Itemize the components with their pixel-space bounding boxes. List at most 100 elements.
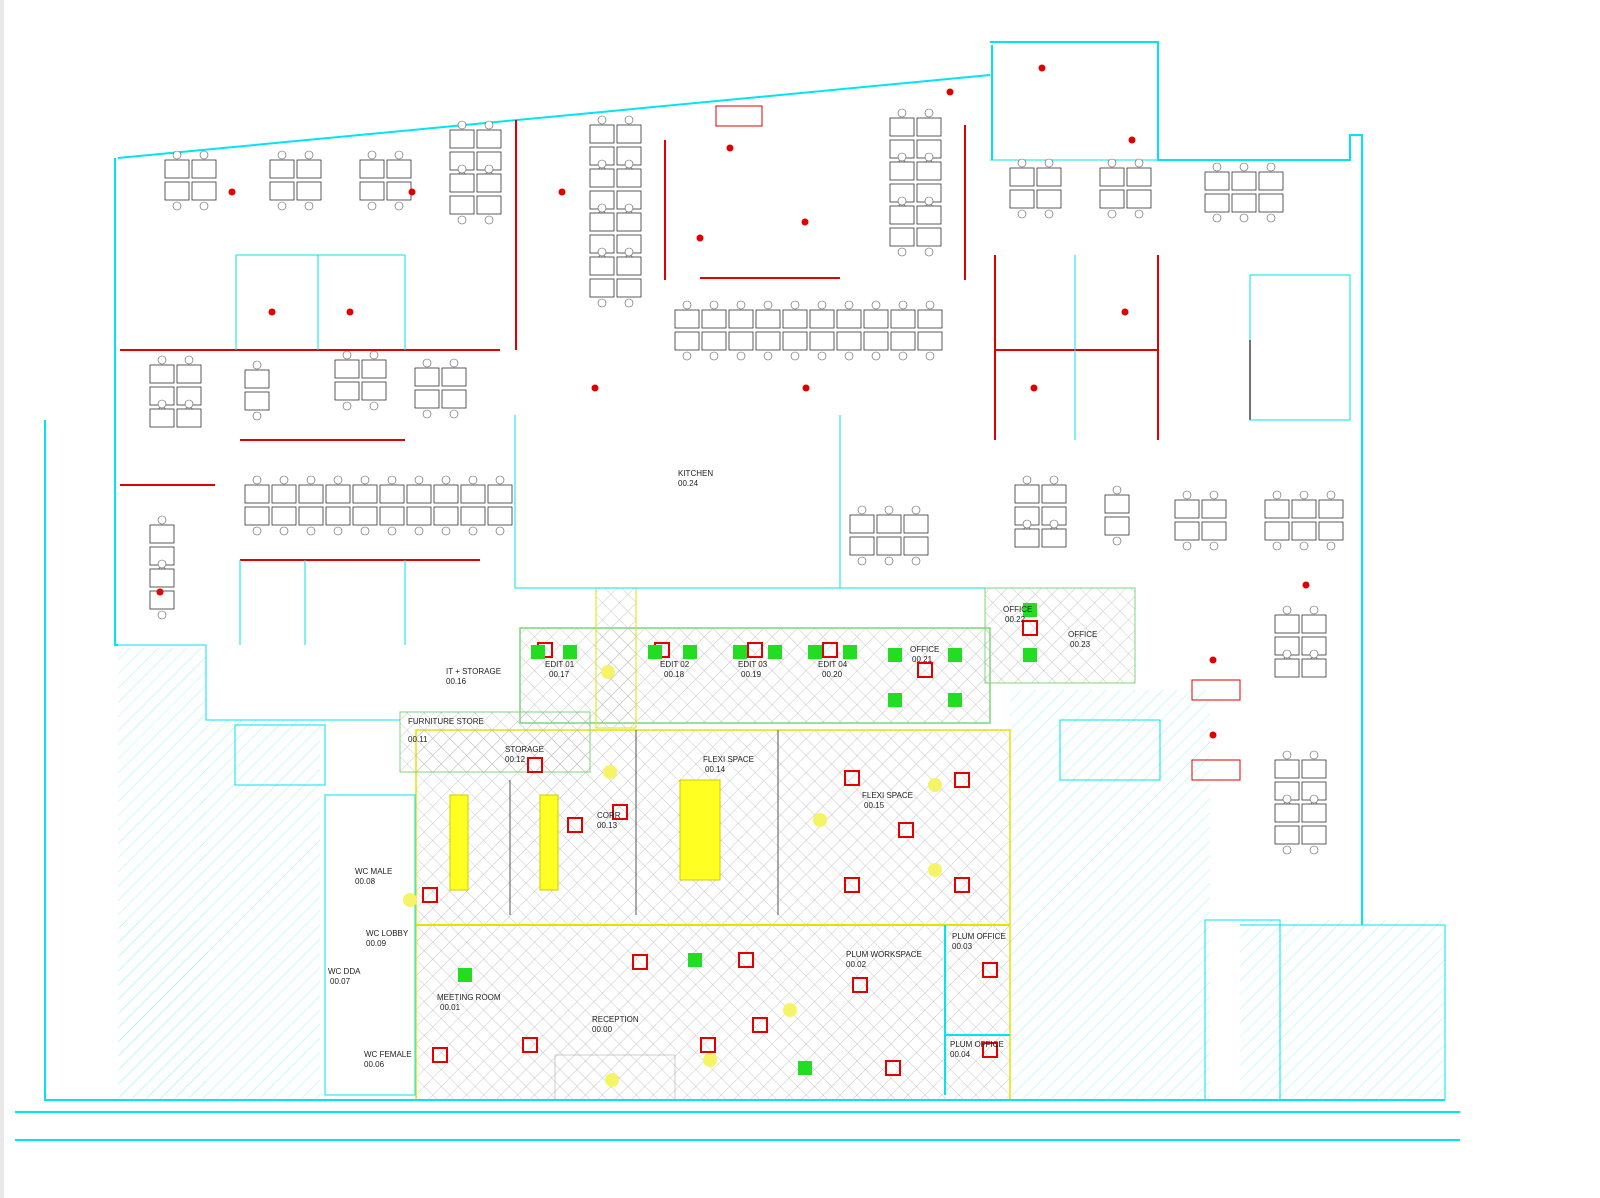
chair bbox=[252, 526, 262, 536]
desk bbox=[1174, 521, 1200, 541]
room-name: OFFICE bbox=[1068, 630, 1097, 639]
room-number: 00.14 bbox=[705, 765, 726, 774]
chair bbox=[817, 300, 827, 310]
emergency-light-icon bbox=[822, 642, 838, 658]
chair bbox=[157, 399, 167, 409]
smoke-detector-icon bbox=[1038, 64, 1046, 72]
diffuser-icon bbox=[798, 1061, 812, 1075]
light-fixtures bbox=[156, 64, 1310, 1087]
room-name: IT + STORAGE bbox=[446, 667, 501, 676]
chair bbox=[441, 526, 451, 536]
chair bbox=[484, 215, 494, 225]
desk bbox=[191, 159, 217, 179]
room-number: 00.00 bbox=[592, 1025, 613, 1034]
desk bbox=[334, 381, 360, 401]
chair bbox=[184, 355, 194, 365]
smoke-detector-icon bbox=[591, 384, 599, 392]
desk bbox=[361, 359, 387, 379]
desk bbox=[149, 524, 175, 544]
chair bbox=[387, 526, 397, 536]
desk-cluster bbox=[449, 120, 502, 225]
chair bbox=[1282, 794, 1292, 804]
desk bbox=[1104, 516, 1130, 536]
desk bbox=[361, 381, 387, 401]
chair bbox=[898, 300, 908, 310]
chair bbox=[369, 350, 379, 360]
meeting-table bbox=[449, 794, 469, 891]
desk bbox=[890, 331, 916, 351]
desk bbox=[1204, 193, 1230, 213]
pendant-light-icon bbox=[703, 1053, 717, 1067]
chair bbox=[1272, 490, 1282, 500]
chair bbox=[1309, 750, 1319, 760]
desk bbox=[809, 331, 835, 351]
chair bbox=[1282, 750, 1292, 760]
desk bbox=[449, 195, 475, 215]
chair bbox=[1049, 519, 1059, 529]
desk bbox=[1126, 189, 1152, 209]
room-name: KITCHEN bbox=[678, 469, 713, 478]
chair bbox=[333, 526, 343, 536]
chair bbox=[682, 351, 692, 361]
room-name: FLEXI SPACE bbox=[703, 755, 754, 764]
desk bbox=[1014, 484, 1040, 504]
chair bbox=[1272, 541, 1282, 551]
chair bbox=[414, 475, 424, 485]
diffuser-icon bbox=[683, 645, 697, 659]
chair bbox=[1107, 209, 1117, 219]
chair bbox=[1299, 490, 1309, 500]
desk bbox=[269, 159, 295, 179]
desk bbox=[1274, 658, 1300, 678]
desk bbox=[1318, 521, 1344, 541]
desk bbox=[889, 117, 915, 137]
chair bbox=[597, 115, 607, 125]
room-number: 00.12 bbox=[505, 755, 526, 764]
smoke-detector-icon bbox=[346, 308, 354, 316]
chair bbox=[157, 515, 167, 525]
chair bbox=[457, 215, 467, 225]
desk bbox=[406, 484, 432, 504]
desk-cluster bbox=[889, 108, 942, 257]
chair bbox=[911, 556, 921, 566]
chair bbox=[252, 411, 262, 421]
chair bbox=[736, 300, 746, 310]
smoke-detector-icon bbox=[1209, 731, 1217, 739]
desk bbox=[903, 514, 929, 534]
smoke-detector-icon bbox=[802, 384, 810, 392]
emergency-light-icon bbox=[954, 772, 970, 788]
room-name: EDIT 04 bbox=[818, 660, 848, 669]
desk bbox=[1174, 499, 1200, 519]
desk-cluster bbox=[1099, 158, 1152, 219]
chair bbox=[790, 351, 800, 361]
room-name: RECEPTION bbox=[592, 1015, 639, 1024]
emergency-light-icon bbox=[752, 1017, 768, 1033]
building-walls bbox=[15, 41, 1460, 1141]
diffuser-icon bbox=[1023, 603, 1037, 617]
desk bbox=[1036, 167, 1062, 187]
chair bbox=[422, 358, 432, 368]
